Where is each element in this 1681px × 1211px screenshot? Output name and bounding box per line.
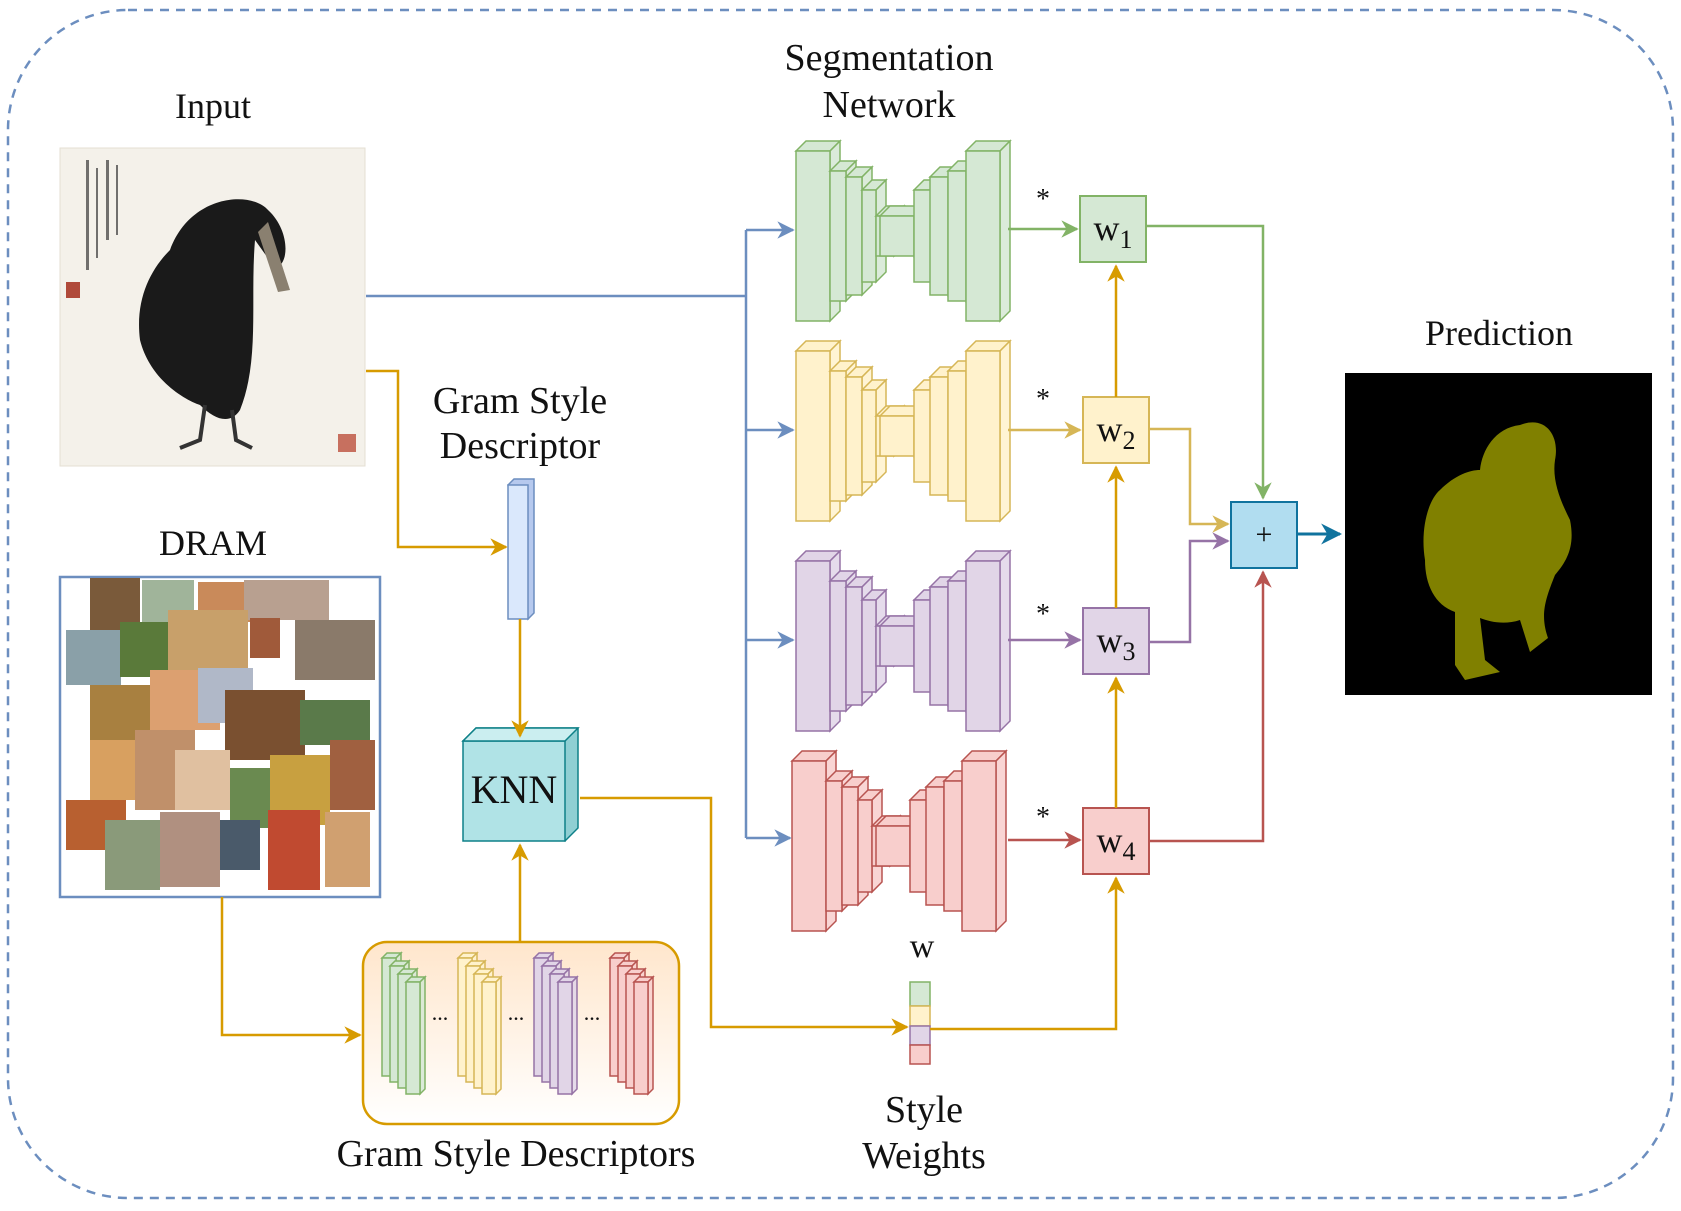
w3-to-sum-arrow <box>1149 532 1230 644</box>
ellipsis-3: ... <box>584 1000 601 1025</box>
weight-box-1: w1 <box>1079 195 1147 263</box>
dram-collage <box>58 575 382 899</box>
knn-box <box>461 727 580 843</box>
ellipsis-2: ... <box>508 1000 525 1025</box>
sum-symbol: + <box>1256 518 1273 551</box>
gram-descriptor-2-4 <box>480 975 503 1096</box>
segmentation-network-label-1: Segmentation <box>785 37 994 79</box>
knn-to-weights-arrow <box>580 796 909 1036</box>
segmentation-network-4 <box>790 749 1008 933</box>
weight-1-base: w <box>1094 208 1120 248</box>
weight-2-sub: 2 <box>1123 426 1136 455</box>
dram-to-descriptors-arrow <box>220 897 362 1044</box>
segmentation-network-1 <box>794 139 1012 323</box>
star-2: * <box>1036 384 1050 415</box>
weight-4-sub: 4 <box>1123 837 1136 866</box>
weight-4-base: w <box>1097 820 1123 860</box>
knn-label: KNN <box>471 767 558 812</box>
prediction-label: Prediction <box>1425 313 1573 353</box>
gram-style-descriptor-bar <box>507 478 535 621</box>
gram-descriptor-stacks <box>380 951 655 1096</box>
svg-text:w2: w2 <box>1097 409 1136 455</box>
ellipsis-1: ... <box>432 1000 449 1025</box>
weights-to-w4-arrow <box>930 876 1125 1031</box>
network-2-layer-10 <box>964 339 1012 523</box>
star-1: * <box>1036 184 1050 215</box>
w1-to-sum-arrow <box>1146 224 1272 500</box>
svg-text:w3: w3 <box>1097 620 1136 666</box>
weight-1-sub: 1 <box>1120 225 1133 254</box>
weight-box-3: w3 <box>1082 607 1150 675</box>
gram-style-descriptors-label: Gram Style Descriptors <box>337 1133 696 1175</box>
gram-descriptor-stack-2 <box>456 951 503 1096</box>
star-4: * <box>1036 802 1050 833</box>
input-label: Input <box>175 86 251 126</box>
weight-box-4: w4 <box>1082 807 1150 875</box>
w4-to-sum-arrow <box>1149 570 1272 843</box>
svg-text:w1: w1 <box>1094 208 1133 254</box>
w-label: w <box>910 928 935 965</box>
gram-descriptor-4-4 <box>632 975 655 1096</box>
weight-3-base: w <box>1097 620 1123 660</box>
svg-text:w4: w4 <box>1097 820 1136 866</box>
segmentation-network-label-2: Network <box>823 84 956 126</box>
gram-descriptor-stack-3 <box>532 951 579 1096</box>
style-weights-vector <box>909 981 931 1065</box>
gram-style-descriptor-label-1: Gram Style <box>433 380 607 422</box>
style-weights-label-1: Style <box>885 1089 963 1131</box>
input-image <box>59 147 366 467</box>
gram-descriptor-stack-1 <box>380 951 427 1096</box>
style-weights-label-2: Weights <box>862 1135 986 1177</box>
network-3-layer-10 <box>964 549 1012 733</box>
gram-descriptor-1-4 <box>404 975 427 1096</box>
gram-descriptor-stack-4 <box>608 951 655 1096</box>
segmentation-network-2 <box>794 339 1012 523</box>
network-4-layer-10 <box>960 749 1008 933</box>
segmentation-network-3 <box>794 549 1012 733</box>
prediction-image <box>1345 373 1652 695</box>
weight-box-2: w2 <box>1082 396 1150 464</box>
network-1-layer-10 <box>964 139 1012 323</box>
w2-to-sum-arrow <box>1149 427 1230 533</box>
input-to-gram-arrow <box>366 369 508 556</box>
star-3: * <box>1036 599 1050 630</box>
dram-label: DRAM <box>159 523 267 563</box>
weight-2-base: w <box>1097 409 1123 449</box>
gram-style-descriptor-label-2: Descriptor <box>440 425 601 467</box>
gram-descriptor-3-4 <box>556 975 579 1096</box>
outer-frame <box>6 8 1675 1200</box>
weight-3-sub: 3 <box>1123 637 1136 666</box>
segmentation-networks <box>790 139 1012 933</box>
